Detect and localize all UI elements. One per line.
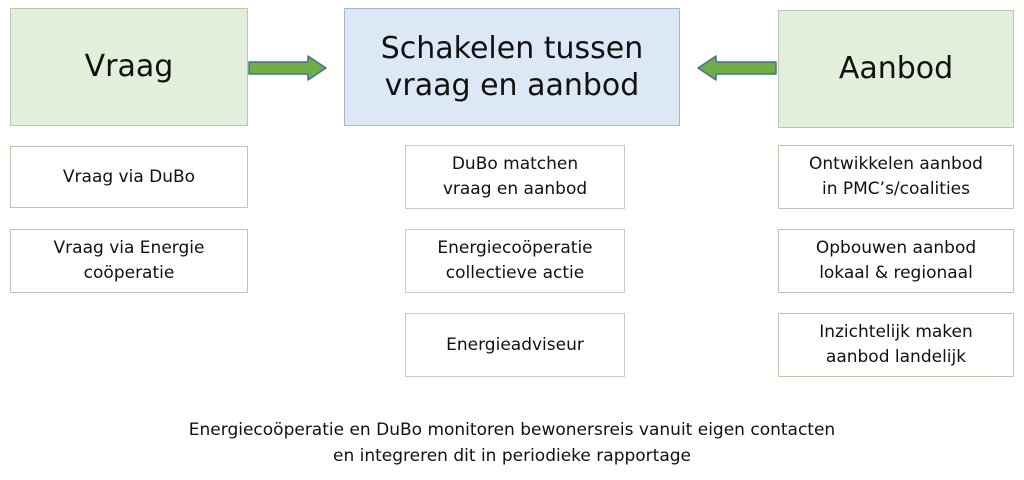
schakelen-item-energiecooperatie: Energiecoöperatie collectieve actie [405,229,625,293]
schakelen-item-dubo-matchen: DuBo matchen vraag en aanbod [405,145,625,209]
aanbod-item-opbouwen: Opbouwen aanbod lokaal & regionaal [778,229,1014,293]
right-arrow-icon [248,55,327,81]
left-arrow-icon [697,55,777,81]
vraag-item-dubo: Vraag via DuBo [10,146,248,208]
aanbod-header: Aanbod [778,10,1014,128]
aanbod-item-ontwikkelen: Ontwikkelen aanbod in PMC’s/coalities [778,145,1014,209]
vraag-item-energie-cooperatie: Vraag via Energie coöperatie [10,229,248,293]
footer-note: Energiecoöperatie en DuBo monitoren bewo… [188,420,836,466]
aanbod-item-inzichtelijk: Inzichtelijk maken aanbod landelijk [778,313,1014,377]
schakelen-header: Schakelen tussen vraag en aanbod [344,8,680,126]
schakelen-item-energieadviseur: Energieadviseur [405,313,625,377]
vraag-header: Vraag [10,8,248,126]
